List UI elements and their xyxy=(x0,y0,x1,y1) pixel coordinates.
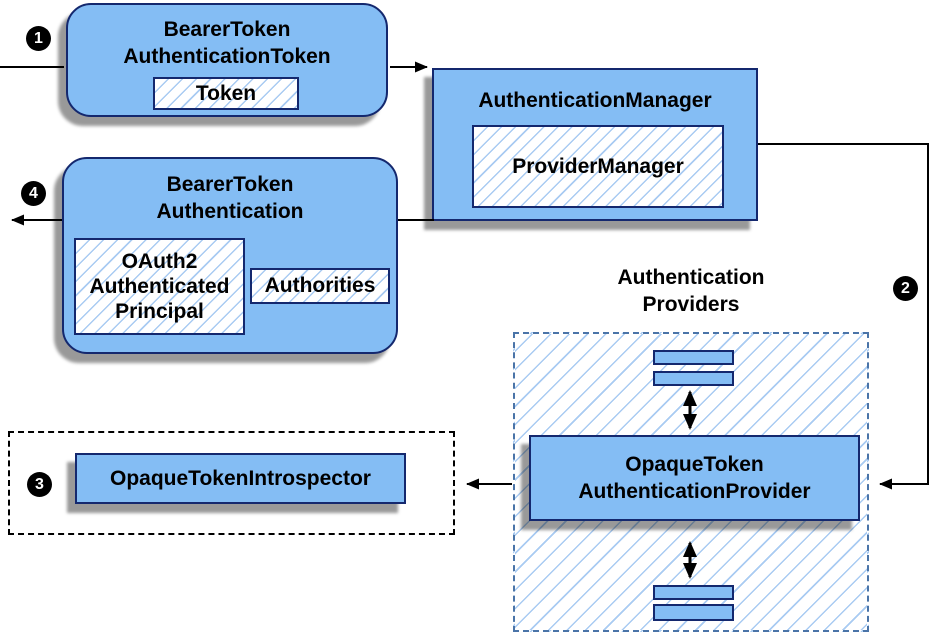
provider-stack-bottom-bar-1 xyxy=(653,585,734,600)
step-1-badge: 1 xyxy=(26,26,51,51)
title-line: AuthenticationManager xyxy=(478,89,712,112)
title-line-2: Authentication xyxy=(156,200,304,223)
principal-line-3: Principal xyxy=(115,300,204,323)
step-4-number: 4 xyxy=(29,184,38,202)
bearer-token-authentication-token-title: BearerToken AuthenticationToken xyxy=(68,5,386,70)
step-4-badge: 4 xyxy=(21,181,46,206)
introspector-label: OpaqueTokenIntrospector xyxy=(110,466,371,490)
authentication-manager-box: AuthenticationManager ProviderManager xyxy=(432,68,758,221)
principal-line-1: OAuth2 xyxy=(121,250,198,273)
authentication-manager-title: AuthenticationManager xyxy=(434,70,756,114)
step-3-badge: 3 xyxy=(27,472,52,497)
principal-line-2: Authenticated xyxy=(89,275,230,298)
provider-manager-label: ProviderManager xyxy=(512,154,684,178)
step-2-badge: 2 xyxy=(893,276,918,301)
step-1-number: 1 xyxy=(34,29,43,47)
provider-stack-top-bar-1 xyxy=(653,350,734,365)
opaque-token-introspector-box: OpaqueTokenIntrospector xyxy=(75,453,406,504)
step-2-number: 2 xyxy=(901,279,910,297)
provider-stack-bottom-bar-2 xyxy=(653,604,734,621)
step-3-number: 3 xyxy=(35,475,44,493)
bearer-token-authentication-token-box: BearerToken AuthenticationToken Token xyxy=(66,3,388,117)
token-label: Token xyxy=(195,81,257,105)
provider-manager-box: ProviderManager xyxy=(472,125,724,208)
opaque-token-authentication-provider-box: OpaqueToken AuthenticationProvider xyxy=(529,435,860,521)
heading-line-2: Providers xyxy=(642,293,740,316)
title-line-1: BearerToken xyxy=(163,18,291,41)
authorities-label: Authorities xyxy=(264,274,376,297)
authentication-providers-container: OpaqueToken AuthenticationProvider xyxy=(513,332,869,632)
bearer-token-authentication-box: BearerToken Authentication OAuth2 Authen… xyxy=(62,157,398,354)
heading-line-1: Authentication xyxy=(617,266,765,289)
provider-line-2: AuthenticationProvider xyxy=(578,480,811,503)
authentication-providers-heading: Authentication Providers xyxy=(513,264,869,318)
provider-line-1: OpaqueToken xyxy=(625,453,764,476)
bearer-token-authentication-title: BearerToken Authentication xyxy=(64,159,396,225)
oauth2-authenticated-principal-box: OAuth2 Authenticated Principal xyxy=(74,238,245,335)
principal-label: OAuth2 Authenticated Principal xyxy=(89,249,229,324)
authorities-box: Authorities xyxy=(250,268,390,304)
title-line-1: BearerToken xyxy=(166,173,294,196)
opaque-token-introspector-container: OpaqueTokenIntrospector xyxy=(8,431,455,535)
token-box: Token xyxy=(153,77,299,110)
title-line-2: AuthenticationToken xyxy=(123,45,331,68)
provider-stack-top-bar-2 xyxy=(653,371,734,386)
